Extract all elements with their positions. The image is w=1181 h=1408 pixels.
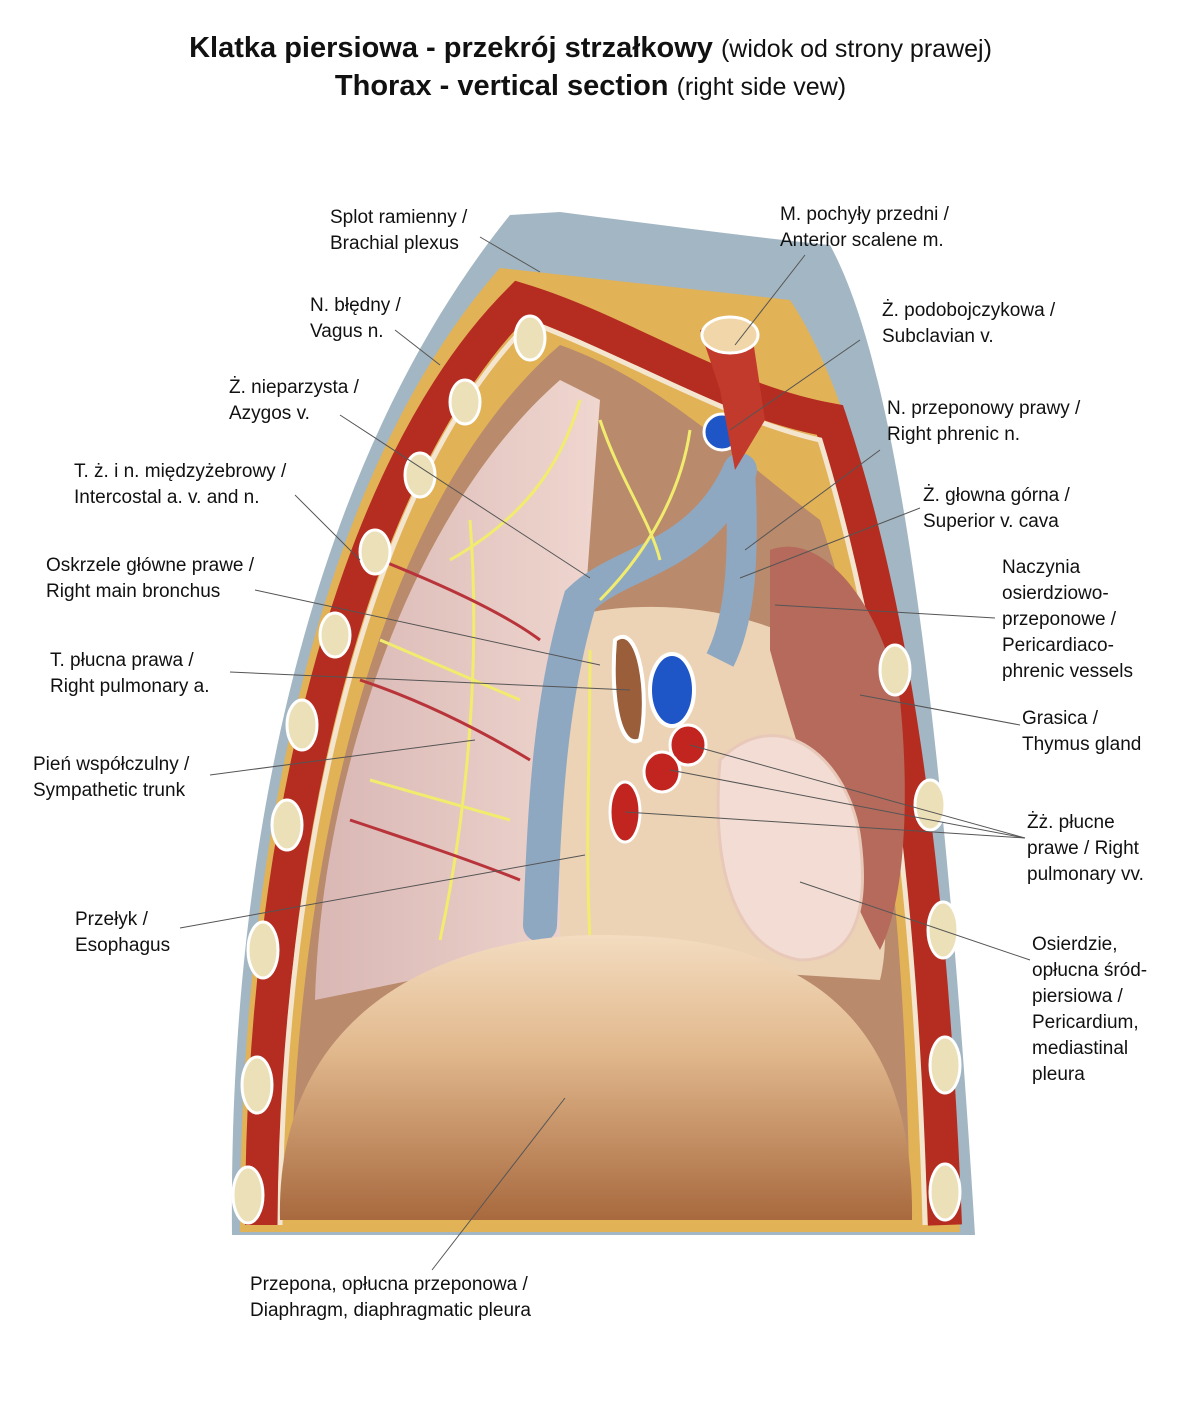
title-polish-sub: (widok od strony prawej) — [720, 35, 992, 63]
scalene-muscle — [700, 320, 765, 470]
pulmonary-vein-cut-1 — [668, 723, 708, 767]
leader-lines — [179, 236, 1031, 1271]
title-english-sub: (right side vew) — [676, 73, 847, 101]
diaphragm-dome — [279, 935, 913, 1220]
label-pulmonary-artery: T. płucna prawa / Right pulmonary a. — [50, 650, 210, 697]
muscle-band — [245, 280, 962, 1226]
label-intercostal: T. ż. i n. międzyżebrowy / Intercostal a… — [74, 461, 287, 508]
label-azygos-vein: Ż. nieparzysta / Azygos v. — [229, 377, 359, 424]
label-esophagus: Przełyk / Esophagus — [75, 909, 171, 956]
label-superior-vena-cava: Ż. głowna górna / Superior v. cava — [923, 485, 1070, 532]
intercostal-vessels — [349, 558, 541, 882]
pericardium-shape — [716, 734, 864, 962]
title-english: Thorax - vertical section (right side ve… — [0, 70, 1181, 103]
pulmonary-vein-cut-2 — [642, 750, 682, 794]
label-pericardium: Osierdzie, opłucna śród- piersiowa / Per… — [1032, 934, 1148, 1085]
label-pulmonary-veins: Żż. płucne prawe / Right pulmonary vv. — [1027, 812, 1144, 885]
pulmonary-artery-cut — [648, 652, 696, 728]
label-thymus: Grasica / Thymus gland — [1022, 708, 1142, 755]
label-sympathetic-trunk: Pień współczulny / Sympathetic trunk — [33, 754, 190, 801]
thymus-gland — [770, 546, 905, 950]
label-main-bronchus: Oskrzele główne prawe / Right main bronc… — [46, 555, 255, 602]
label-vagus-nerve: N. błędny / Vagus n. — [310, 295, 401, 342]
label-diaphragm: Przepona, opłucna przeponowa / Diaphragm… — [250, 1274, 531, 1321]
label-subclavian-vein: Ż. podobojczykowa / Subclavian v. — [882, 300, 1056, 347]
label-brachial-plexus: Splot ramienny / Brachial plexus — [330, 207, 468, 254]
label-pericardiacophrenic-vessels: Naczynia osierdziowo- przeponowe / Peric… — [1002, 557, 1133, 682]
bronchus-cut — [611, 635, 646, 744]
label-anterior-scalene: M. pochyły przedni / Anterior scalene m. — [780, 204, 949, 251]
title-polish-main: Klatka piersiowa - przekrój strzałkowy — [189, 32, 713, 64]
title-polish: Klatka piersiowa - przekrój strzałkowy (… — [0, 32, 1181, 65]
label-phrenic-nerve: N. przeponowy prawy / Right phrenic n. — [887, 398, 1081, 445]
title-english-main: Thorax - vertical section — [334, 70, 669, 102]
azygos-vein — [523, 453, 757, 942]
svc-vessel — [706, 469, 757, 667]
